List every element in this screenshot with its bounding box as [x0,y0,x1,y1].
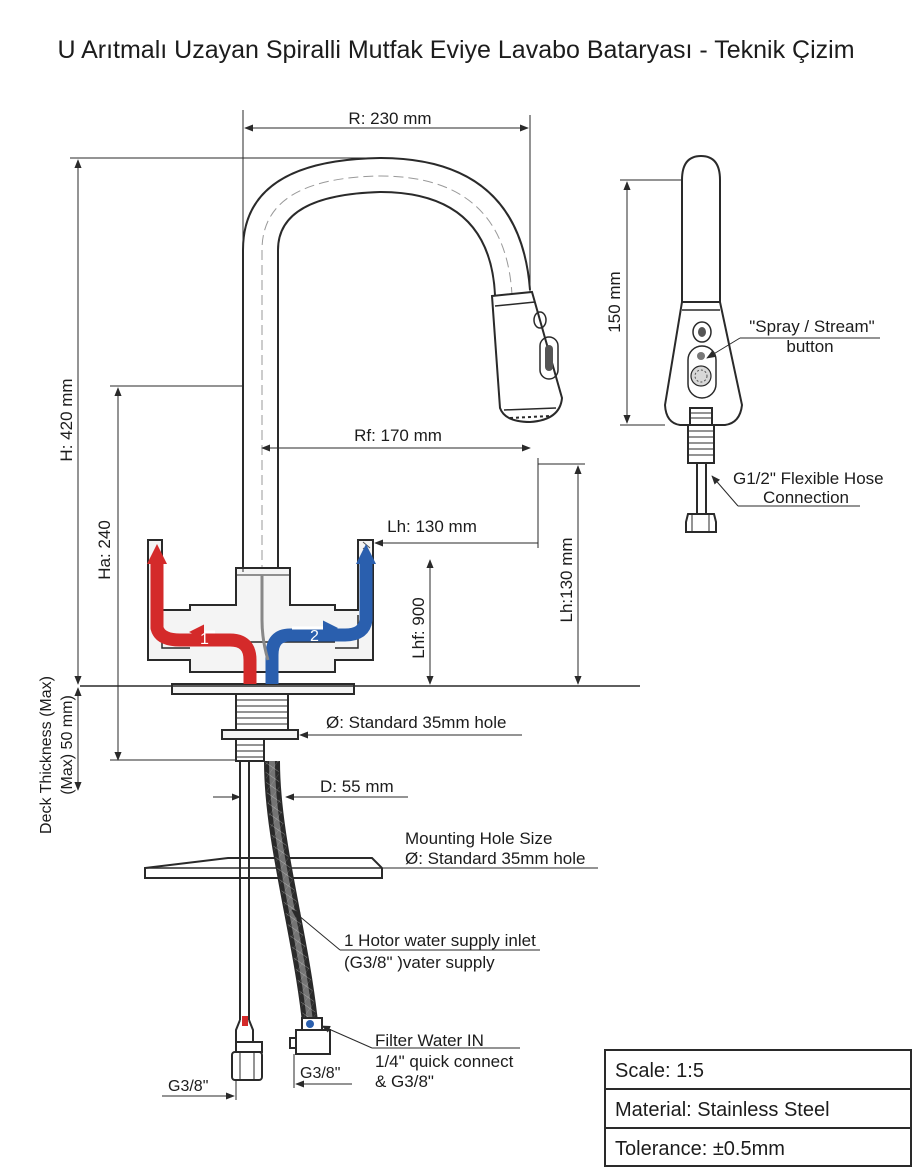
dim-hole-label: Ø: Standard 35mm hole [326,713,506,732]
inlet-label-2: (G3/8" )vater supply [344,953,495,972]
hot-supply-pipe [231,761,263,1081]
dim-lh-top: Lh: 130 mm [374,458,539,548]
cold-flow-label: 2 [310,628,319,645]
filter-label-3: & G3/8" [375,1072,434,1091]
braided-hose [264,760,331,1055]
dim-rf: Rf: 170 mm [261,426,531,452]
hot-flow-label: 1 [200,631,209,648]
callout-filter-in: Filter Water IN 1/4" quick connect & G3/… [321,1025,520,1091]
hose-label-1: G1/2" Flexible Hose [733,469,884,488]
dim-r-label: R: 230 mm [348,109,431,128]
dim-ha: Ha: 240 [95,385,243,761]
dim-spray-h-label: 150 mm [605,271,624,332]
spray-label-2: button [786,337,833,356]
mounting-plate [144,857,383,879]
inlet-label-1: 1 Hotor water supply inlet [344,931,536,950]
dim-hole: Ø: Standard 35mm hole [299,713,522,739]
dim-lh-side: Lh:130 mm [538,463,585,685]
cold-water-flow: 2 [265,544,376,684]
filter-label-2: 1/4" quick connect [375,1052,514,1071]
faucet-spout [242,156,531,575]
dim-g38-mid-label: G3/8" [300,1065,340,1082]
callout-hose-connection: G1/2" Flexible Hose Connection [711,469,884,507]
callout-hot-inlet: 1 Hotor water supply inlet (G3/8" )vater… [291,909,540,972]
hot-water-flow: 1 [147,544,257,684]
dim-deck: Deck Thickness (Max) (Max) 50 mm) [38,676,82,834]
dim-lh-side-label: Lh:130 mm [557,537,576,622]
spray-detail [663,154,744,533]
dim-r: R: 230 mm [242,109,531,572]
callout-spray-button: "Spray / Stream" button [706,317,880,359]
title-block-tolerance: Tolerance: ±0.5mm [615,1138,785,1160]
spray-head [490,290,564,424]
dim-g38-left: G3/8" [162,1078,237,1100]
dim-deck-label-1: Deck Thickness (Max) [38,676,55,834]
dim-rf-label: Rf: 170 mm [354,426,442,445]
hose-label-2: Connection [763,488,849,507]
dim-lhf: Lhf: 900 [409,559,434,685]
title-block-scale: Scale: 1:5 [615,1060,704,1082]
mount-label-1: Mounting Hole Size [405,829,552,848]
dim-h: H: 420 mm [57,157,380,685]
callout-mounting-hole: Mounting Hole Size Ø: Standard 35mm hole [382,829,598,869]
dim-lh-top-label: Lh: 130 mm [387,517,477,536]
mount-label-2: Ø: Standard 35mm hole [405,849,585,868]
mounting-shank [221,693,299,762]
page-title: U Arıtmalı Uzayan Spiralli Mutfak Eviye … [57,36,854,64]
dim-deck-label-2: (Max) 50 mm) [59,695,76,795]
dim-d-label: D: 55 mm [320,777,394,796]
dim-lhf-label: Lhf: 900 [409,597,428,658]
dim-g38-left-label: G3/8" [168,1078,208,1095]
dim-spray-h: 150 mm [605,179,682,426]
filter-label-1: Filter Water IN [375,1031,484,1050]
dim-g38-mid: G3/8" [293,1054,352,1088]
spray-label-1: "Spray / Stream" [749,317,874,336]
title-block: Scale: 1:5 Material: Stainless Steel Tol… [604,1049,912,1167]
dim-ha-label: Ha: 240 [95,520,114,580]
dim-d: D: 55 mm [213,777,408,801]
title-block-material: Material: Stainless Steel [615,1099,830,1121]
dim-h-label: H: 420 mm [57,378,76,461]
